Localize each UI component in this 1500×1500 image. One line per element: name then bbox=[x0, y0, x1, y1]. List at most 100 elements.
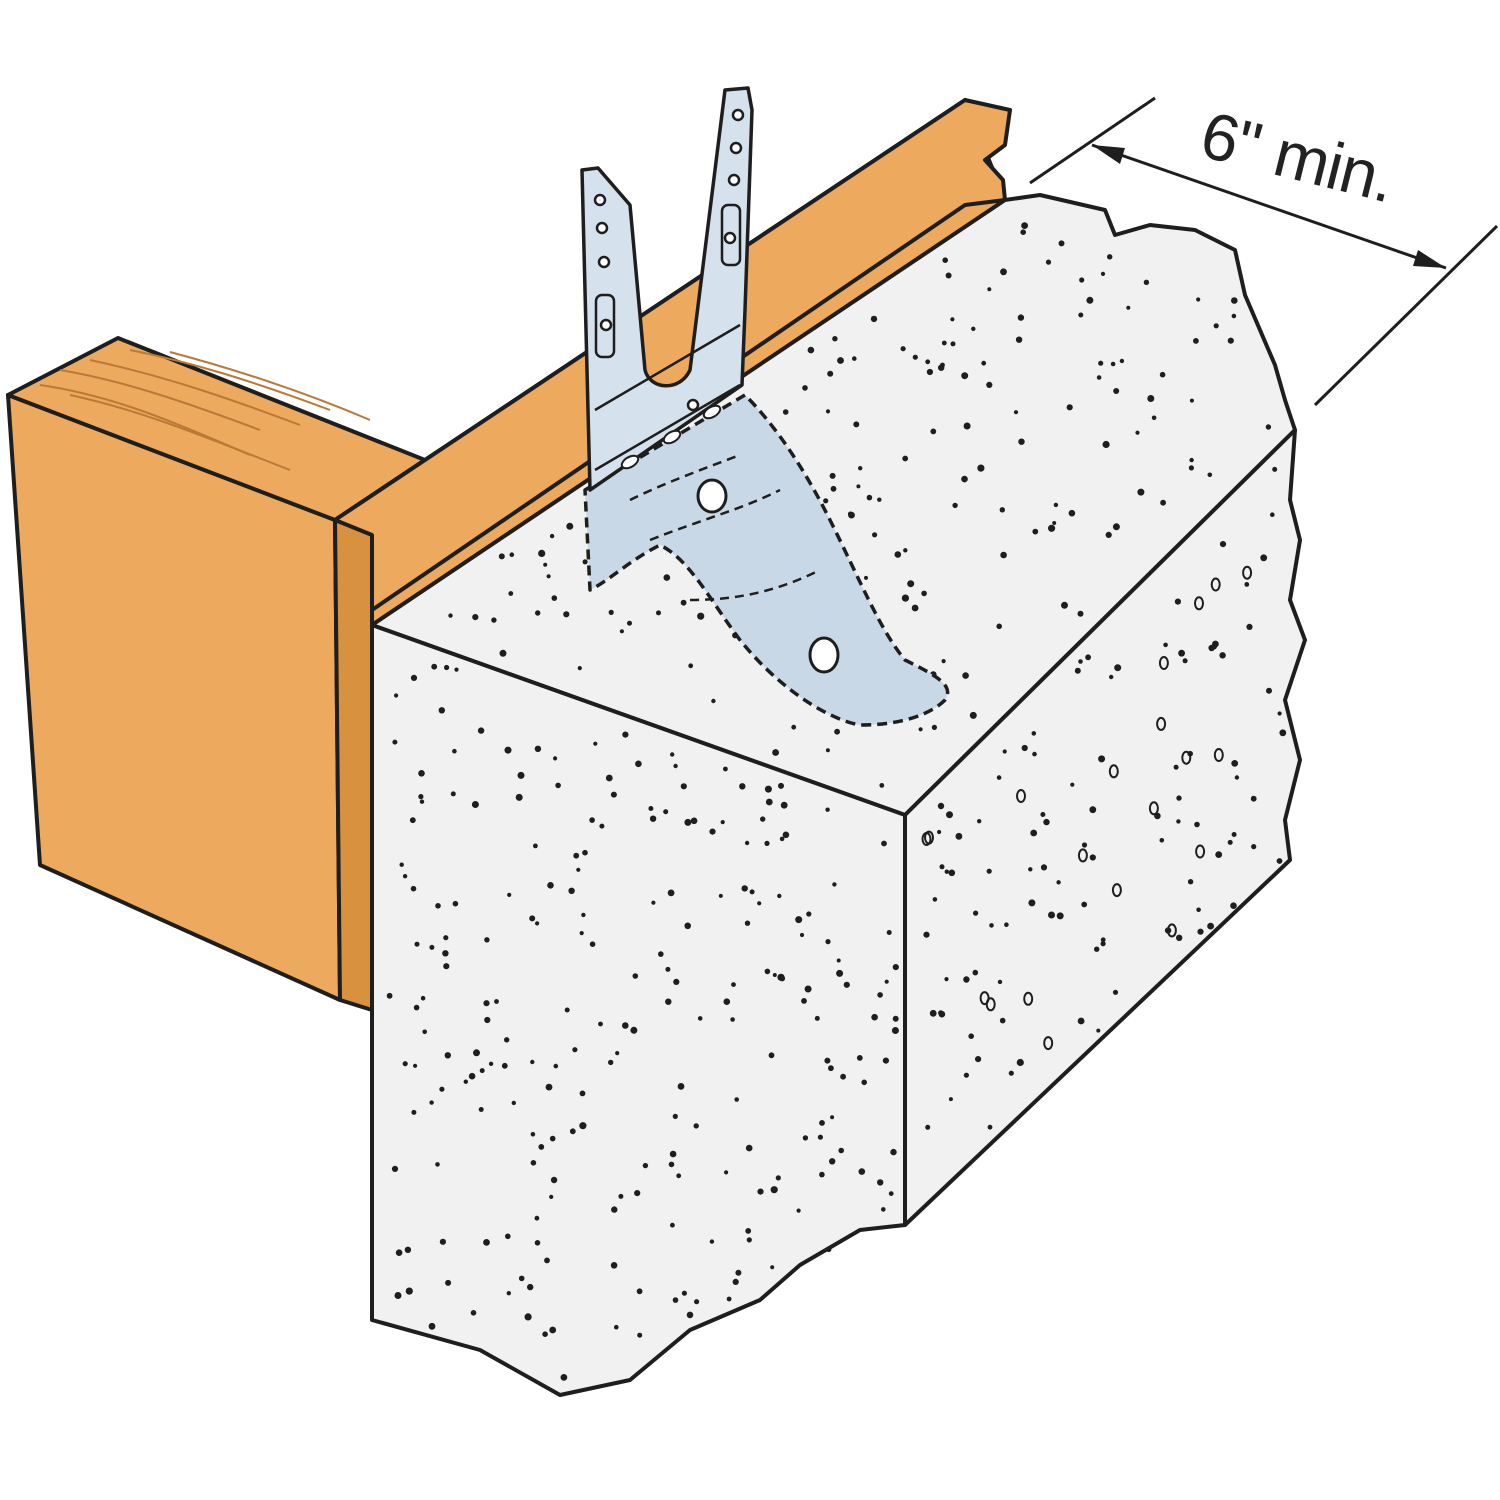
aggregate-speck bbox=[517, 771, 525, 779]
aggregate-speck bbox=[545, 1083, 553, 1091]
aggregate-speck bbox=[676, 1173, 682, 1179]
aggregate-speck bbox=[726, 1296, 732, 1302]
aggregate-speck bbox=[442, 950, 449, 957]
aggregate-speck bbox=[987, 287, 992, 292]
anchor-upright-strap bbox=[580, 86, 754, 492]
aggregate-speck bbox=[488, 1061, 494, 1067]
aggregate-speck bbox=[413, 1063, 418, 1068]
aggregate-speck bbox=[1272, 466, 1278, 472]
aggregate-speck bbox=[422, 1029, 428, 1035]
aggregate-speck bbox=[1260, 554, 1268, 562]
aggregate-speck bbox=[819, 1171, 825, 1178]
aggregate-speck bbox=[445, 1279, 452, 1286]
aggregate-speck bbox=[680, 599, 687, 606]
aggregate-speck bbox=[504, 1037, 510, 1043]
aggregate-speck bbox=[568, 887, 575, 894]
aggregate-speck bbox=[688, 663, 694, 669]
aggregate-speck bbox=[581, 912, 586, 918]
aggregate-speck bbox=[681, 1290, 688, 1296]
aggregate-speck bbox=[491, 617, 497, 623]
aggregate-speck bbox=[1020, 229, 1026, 235]
aggregate-speck bbox=[881, 1207, 886, 1212]
aggregate-speck bbox=[614, 1324, 619, 1330]
aggregate-void bbox=[1158, 656, 1169, 670]
aggregate-void bbox=[1156, 716, 1167, 731]
anchor-nail-holes bbox=[593, 108, 745, 412]
aggregate-speck bbox=[444, 1052, 451, 1059]
aggregate-speck bbox=[832, 882, 837, 887]
aggregate-speck bbox=[573, 852, 580, 859]
aggregate-speck bbox=[550, 1176, 558, 1184]
aggregate-speck bbox=[564, 1007, 570, 1013]
aggregate-speck bbox=[1187, 750, 1193, 757]
aggregate-speck bbox=[439, 1086, 445, 1092]
aggregate-speck bbox=[877, 1179, 884, 1186]
aggregate-speck bbox=[1231, 832, 1237, 837]
aggregate-speck bbox=[1048, 524, 1056, 532]
aggregate-speck bbox=[1021, 744, 1028, 752]
aggregate-speck bbox=[768, 1052, 775, 1059]
aggregate-speck bbox=[902, 455, 909, 462]
aggregate-speck bbox=[572, 1047, 578, 1053]
aggregate-speck bbox=[825, 807, 830, 812]
arrowhead-right bbox=[1413, 250, 1446, 268]
aggregate-speck bbox=[1089, 854, 1096, 861]
aggregate-speck bbox=[730, 1017, 735, 1022]
aggregate-speck bbox=[563, 611, 570, 618]
aggregate-speck bbox=[534, 1215, 540, 1221]
aggregate-speck bbox=[530, 1059, 535, 1065]
aggregate-speck bbox=[622, 1022, 629, 1029]
aggregate-speck bbox=[391, 1165, 399, 1172]
aggregate-speck bbox=[599, 823, 605, 829]
aggregate-speck bbox=[566, 522, 574, 530]
aggregate-speck bbox=[1178, 649, 1185, 657]
aggregate-speck bbox=[1154, 812, 1161, 820]
aggregate-speck bbox=[724, 1170, 729, 1175]
aggregate-speck bbox=[950, 317, 955, 322]
aggregate-speck bbox=[630, 1026, 638, 1034]
aggregate-speck bbox=[772, 749, 779, 756]
aggregate-speck bbox=[549, 533, 555, 539]
aggregate-speck bbox=[658, 951, 664, 957]
aggregate-speck bbox=[930, 428, 937, 435]
aggregate-speck bbox=[438, 707, 445, 714]
aggregate-speck bbox=[549, 1194, 554, 1199]
aggregate-speck bbox=[765, 798, 773, 806]
aggregate-speck bbox=[386, 992, 393, 999]
aggregate-speck bbox=[739, 783, 746, 790]
aggregate-speck bbox=[560, 1374, 568, 1381]
aggregate-speck bbox=[648, 806, 654, 811]
aggregate-speck bbox=[829, 472, 836, 479]
aggregate-speck bbox=[543, 562, 548, 567]
aggregate-speck bbox=[779, 975, 786, 982]
aggregate-speck bbox=[1279, 729, 1287, 737]
aggregate-speck bbox=[1081, 901, 1088, 908]
aggregate-speck bbox=[542, 1331, 548, 1337]
aggregate-speck bbox=[507, 892, 512, 898]
aggregate-speck bbox=[791, 724, 797, 730]
aggregate-speck bbox=[538, 1144, 545, 1150]
aggregate-speck bbox=[1078, 312, 1084, 318]
aggregate-speck bbox=[1021, 222, 1028, 230]
aggregate-speck bbox=[989, 923, 994, 928]
aggregate-speck bbox=[977, 464, 985, 472]
aggregate-speck bbox=[533, 843, 538, 849]
aggregate-void bbox=[1023, 991, 1034, 1006]
aggregate-speck bbox=[732, 1278, 739, 1285]
aggregate-speck bbox=[735, 1269, 742, 1276]
strap-anchor-icon bbox=[580, 86, 950, 727]
aggregate-speck bbox=[593, 741, 598, 746]
aggregate-speck bbox=[505, 1233, 511, 1240]
aggregate-speck bbox=[1040, 812, 1046, 817]
aggregate-speck bbox=[439, 1238, 446, 1245]
aggregate-speck bbox=[535, 610, 541, 616]
aggregate-speck bbox=[1081, 842, 1088, 848]
aggregate-speck bbox=[882, 1057, 890, 1064]
aggregate-speck bbox=[684, 818, 692, 826]
aggregate-speck bbox=[515, 793, 523, 801]
aggregate-speck bbox=[1110, 361, 1116, 367]
aggregate-speck bbox=[634, 1190, 641, 1197]
sill-plate-edge-strip bbox=[333, 518, 374, 1012]
aggregate-speck bbox=[477, 727, 485, 734]
